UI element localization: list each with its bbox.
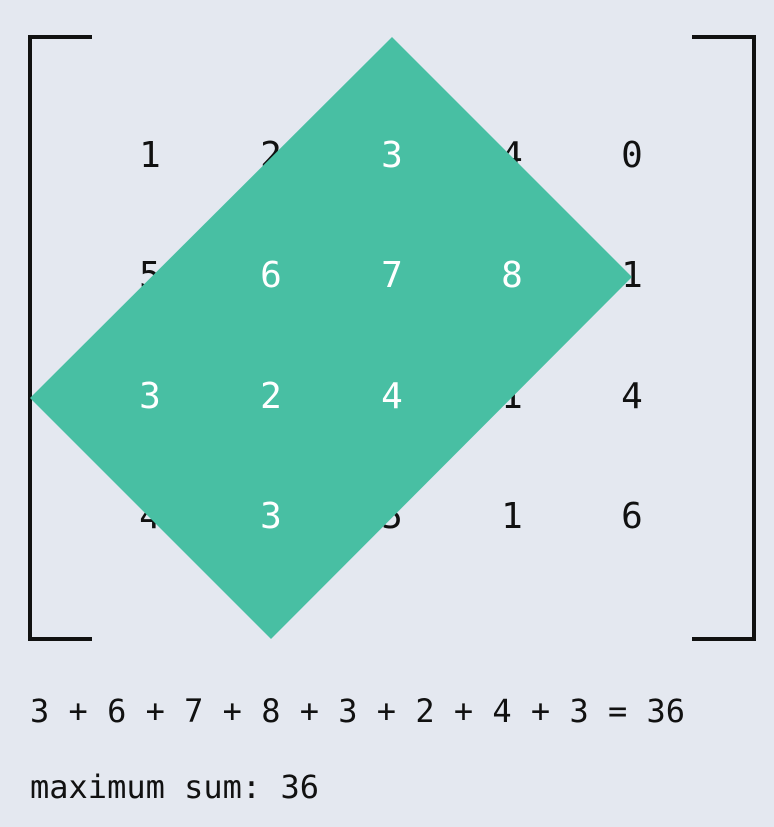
matrix-cell-r3-c1: 3 <box>260 496 282 537</box>
matrix-cell-r1-c4: 1 <box>621 255 643 296</box>
left-bracket <box>28 35 92 641</box>
maximum-sum-label: maximum sum: <box>30 768 262 806</box>
sum-equation: 3 + 6 + 7 + 8 + 3 + 2 + 4 + 3 = 36 <box>30 692 686 730</box>
matrix-cell-r1-c2: 7 <box>381 255 403 296</box>
matrix-cells: 3 6 7 8 3 2 4 3 <box>139 135 523 537</box>
matrix-cell-r1-c3: 8 <box>501 255 523 296</box>
right-bracket <box>692 35 756 641</box>
matrix-cell-r0-c0: 1 <box>139 135 161 176</box>
matrix-cell-r2-c2: 4 <box>381 376 403 417</box>
matrix-cell-r1-c1: 6 <box>260 255 282 296</box>
matrix-cell-r3-c4: 6 <box>621 496 643 537</box>
maximum-sum-value: 36 <box>280 768 319 806</box>
matrix-cell-r0-c2: 3 <box>381 135 403 176</box>
highlight-rhombus <box>30 37 632 639</box>
matrix-cell-r2-c0: 3 <box>139 376 161 417</box>
matrix-cell-r2-c1: 2 <box>260 376 282 417</box>
matrix-cell-r0-c4: 0 <box>621 135 643 176</box>
matrix-cell-r3-c3: 1 <box>501 496 523 537</box>
matrix-cell-r2-c4: 4 <box>621 376 643 417</box>
maximum-sum-line: maximum sum: 36 <box>30 768 319 806</box>
